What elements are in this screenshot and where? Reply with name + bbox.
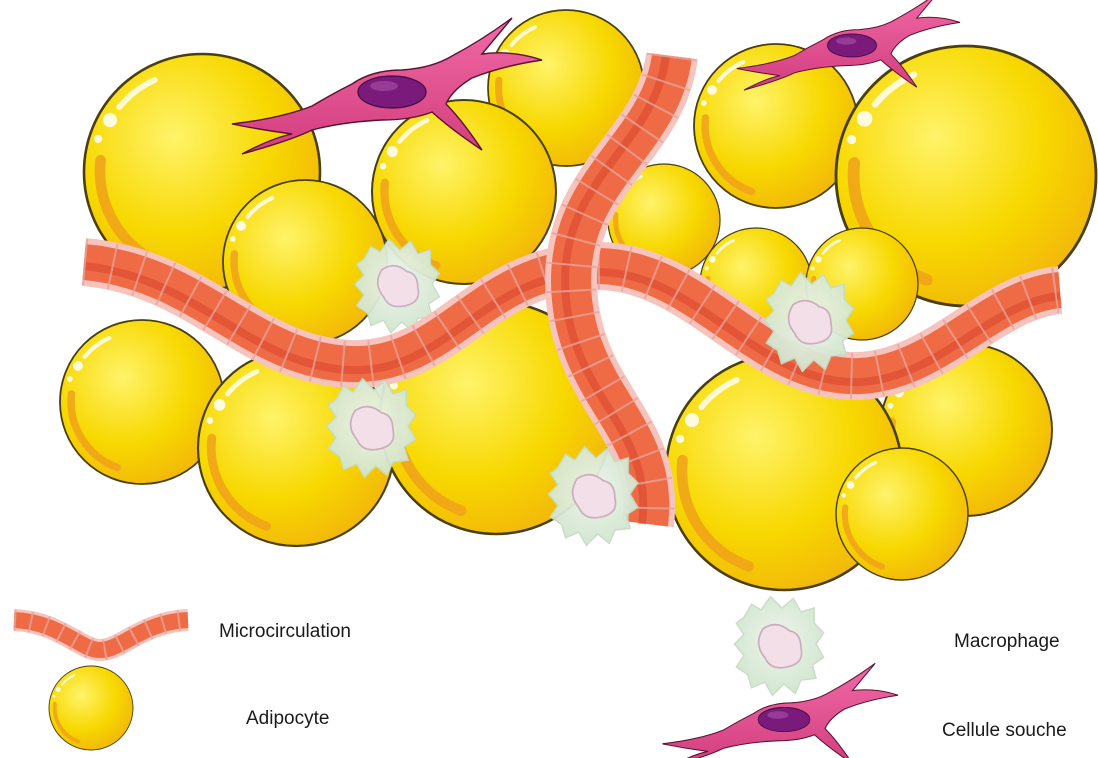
adipocyte	[836, 448, 968, 580]
legend: Microcirculation Adipocyte Macrophage Ce…	[14, 597, 1067, 758]
legend-adipocyte-icon	[49, 666, 133, 750]
legend-macrophage-label: Macrophage	[954, 631, 1060, 652]
legend-macrophage-icon	[734, 597, 823, 696]
legend-microcirculation-icon	[14, 620, 188, 650]
legend-adipocyte-label: Adipocyte	[246, 708, 329, 729]
legend-stem-cell-label: Cellule souche	[942, 720, 1067, 741]
macrophage	[548, 447, 637, 546]
legend-microcirculation-label: Microcirculation	[219, 621, 351, 642]
